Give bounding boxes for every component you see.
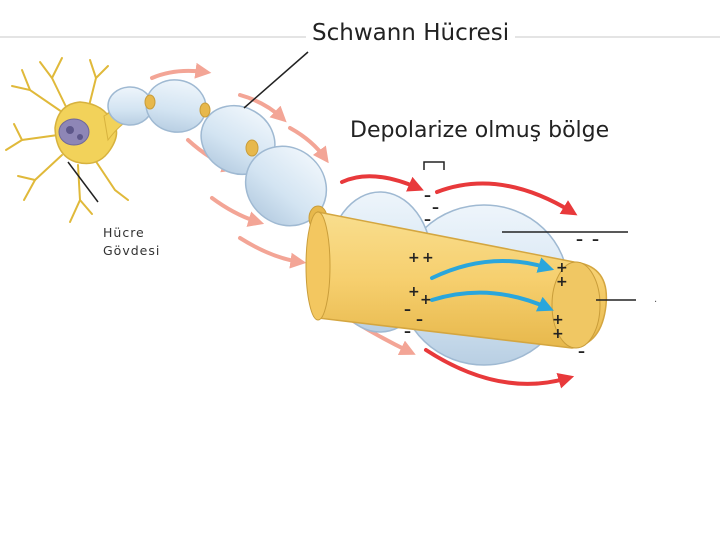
svg-text:–: – <box>576 232 583 248</box>
depolarized-region-bracket <box>423 161 445 170</box>
svg-text:+: + <box>552 326 564 342</box>
cell-body-label-line1: Hücre <box>103 225 145 240</box>
myelin-segments-upstream <box>107 79 328 227</box>
axon-end-face <box>305 211 331 321</box>
svg-text:–: – <box>424 212 431 228</box>
svg-text:+: + <box>408 250 420 266</box>
svg-text:–: – <box>592 232 599 248</box>
svg-text:–: – <box>578 344 585 360</box>
cell-body-label-line2: Gövdesi <box>103 243 161 258</box>
svg-text:+: + <box>552 312 564 328</box>
ion-flow-arrows <box>430 257 555 312</box>
svg-text:–: – <box>404 302 411 318</box>
svg-text:+: + <box>422 250 434 266</box>
schwann-pointer-line <box>243 51 309 109</box>
svg-text:–: – <box>416 312 423 328</box>
svg-text:+: + <box>420 292 432 308</box>
cell-body-label: Hücre Gövdesi <box>103 224 160 260</box>
svg-text:–: – <box>424 188 431 204</box>
charge-signs: ––– ++ ++ ––– ++ ++ –– – <box>404 188 599 360</box>
depolarized-region-label: Depolarize olmuş bölge <box>350 118 610 143</box>
svg-text:–: – <box>432 200 439 216</box>
pointer-tick: . <box>654 294 657 305</box>
svg-text:+: + <box>408 284 420 300</box>
schwann-cell-label: Schwann Hücresi <box>306 20 516 46</box>
neuron-cell-body <box>5 57 129 223</box>
svg-text:+: + <box>556 260 568 276</box>
svg-text:–: – <box>404 324 411 340</box>
cell-body-pointer-line <box>67 161 99 203</box>
svg-text:+: + <box>556 274 568 290</box>
local-current-arrows <box>340 174 578 389</box>
